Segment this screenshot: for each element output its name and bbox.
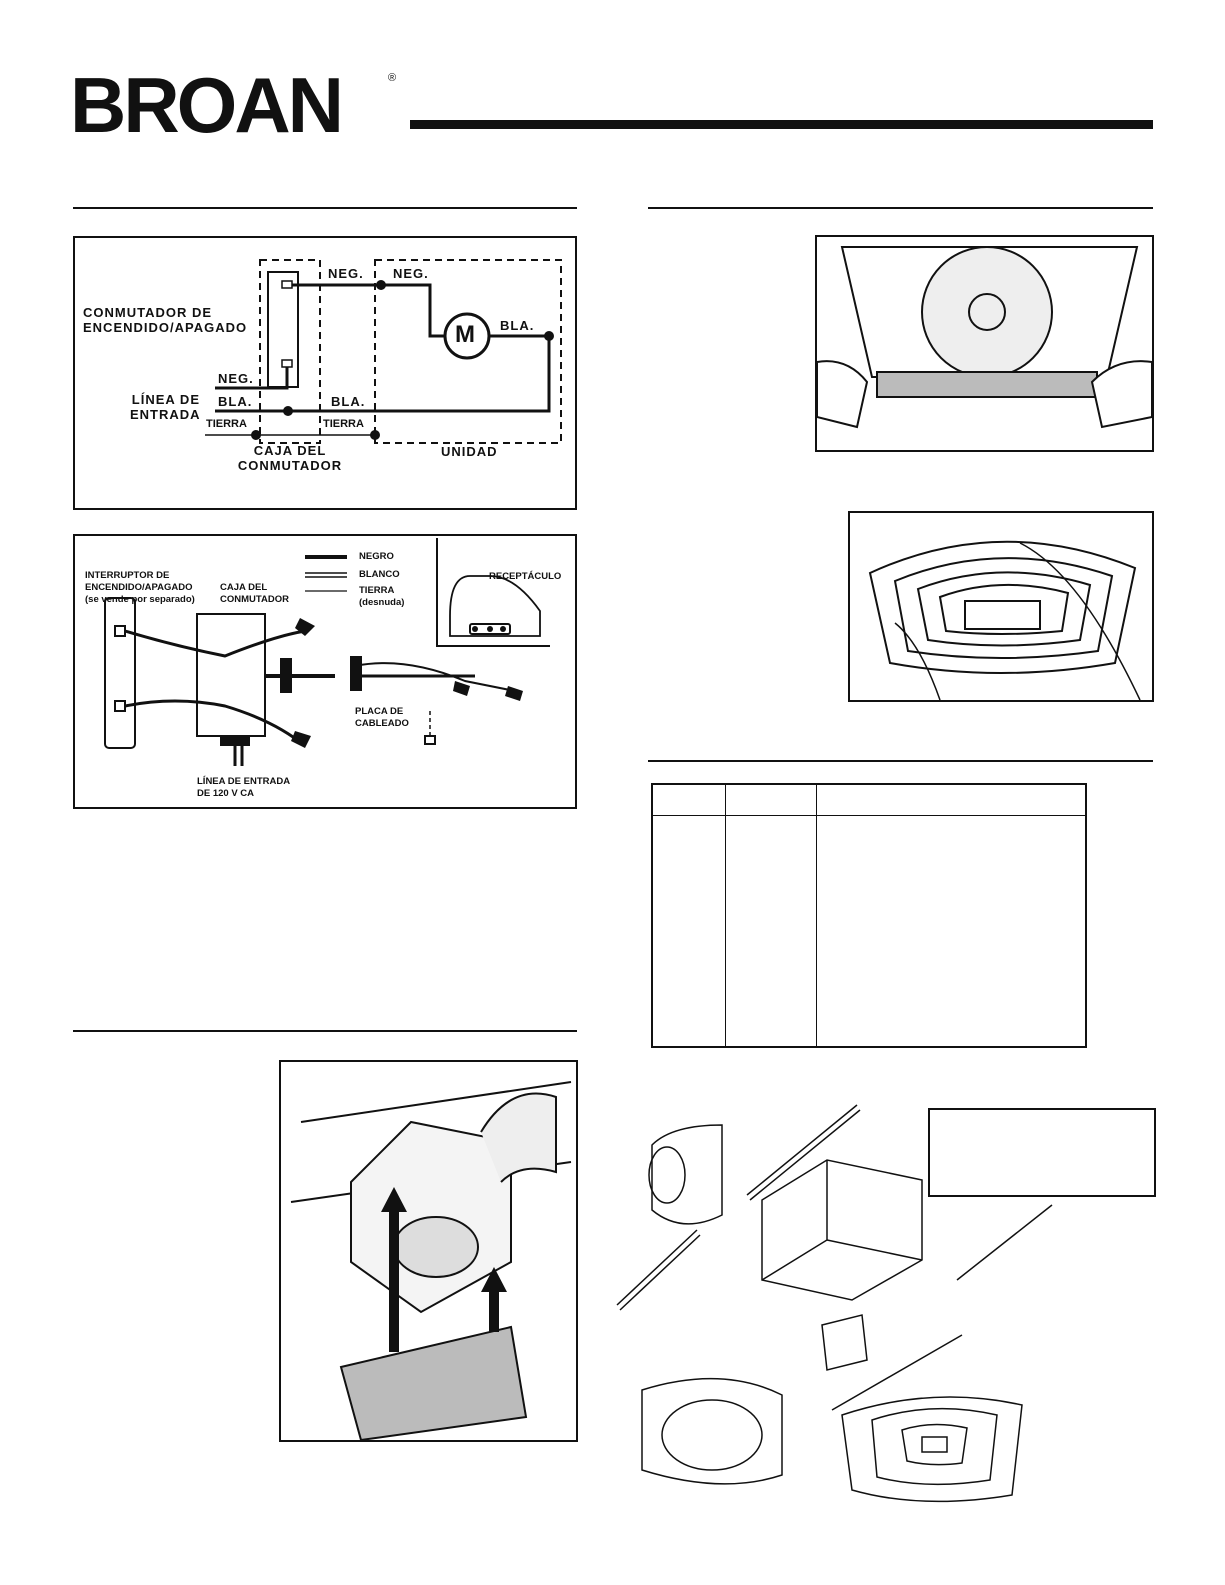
ordering-note-box [928, 1108, 1156, 1197]
switch-callout: INTERRUPTOR DE ENCENDIDO/APAGADO (se ven… [85, 570, 195, 605]
section-rule-install [73, 1030, 577, 1032]
neg-label-input: NEG. [218, 371, 254, 386]
exploded-parts-drawing [616, 1104, 1053, 1503]
unit-label: UNIDAD [441, 444, 498, 459]
switch-box-callout: CAJA DEL CONMUTADOR [220, 582, 289, 605]
receptacle-callout: RECEPTÁCULO [489, 571, 562, 582]
switch-box-label: CAJA DEL CONMUTADOR [237, 443, 343, 473]
grille-install-illustration [848, 511, 1154, 702]
parts-table-header [652, 784, 1086, 816]
section-rule-grille [648, 207, 1153, 209]
bla-label-input: BLA. [218, 394, 253, 409]
ceiling-install-drawing [290, 1081, 572, 1442]
input-line-label: LÍNEA DE ENTRADA [130, 392, 201, 422]
filter-removal-illustration [815, 235, 1154, 452]
parts-table [651, 783, 1087, 1048]
parts-table-body [652, 815, 1086, 1047]
legend-black: NEGRO [359, 551, 394, 562]
grille-install-drawing [868, 540, 1141, 701]
tierra-label-unit: TIERRA [323, 418, 364, 430]
exploded-parts-diagram [612, 1095, 1152, 1520]
wiring-schematic: CONMUTADOR DE ENCENDIDO/APAGADO LÍNEA DE… [73, 236, 577, 510]
neg-label-switch: NEG. [328, 266, 364, 281]
legend-ground: TIERRA (desnuda) [359, 585, 405, 608]
logo-wordmark: BROAN [70, 61, 344, 149]
broan-logo: BROAN ® [70, 61, 400, 149]
bla-label-motor: BLA. [500, 318, 535, 333]
legend-white: BLANCO [359, 569, 400, 580]
header-bar [410, 120, 1153, 129]
schematic-lines [205, 259, 562, 444]
parts-col-description [816, 784, 1086, 816]
bla-label-unit: BLA. [331, 394, 366, 409]
pictorial-drawing [104, 538, 550, 766]
switch-label: CONMUTADOR DE ENCENDIDO/APAGADO [83, 305, 248, 335]
section-rule-wiring [73, 207, 577, 209]
registered-mark: ® [388, 72, 397, 84]
tierra-label-input: TIERRA [206, 418, 247, 430]
wiring-pictorial: INTERRUPTOR DE ENCENDIDO/APAGADO (se ven… [73, 534, 577, 809]
input-line-callout: LÍNEA DE ENTRADA DE 120 V CA [197, 776, 291, 799]
filter-removal-drawing [816, 246, 1153, 429]
section-rule-parts [648, 760, 1153, 762]
neg-label-unit: NEG. [393, 266, 429, 281]
motor-symbol: M [455, 321, 475, 348]
ceiling-install-illustration [279, 1060, 578, 1442]
parts-col-part-number [725, 784, 817, 816]
parts-col-key [652, 784, 726, 816]
wiring-plate-callout: PLACA DE CABLEADO [355, 706, 409, 729]
